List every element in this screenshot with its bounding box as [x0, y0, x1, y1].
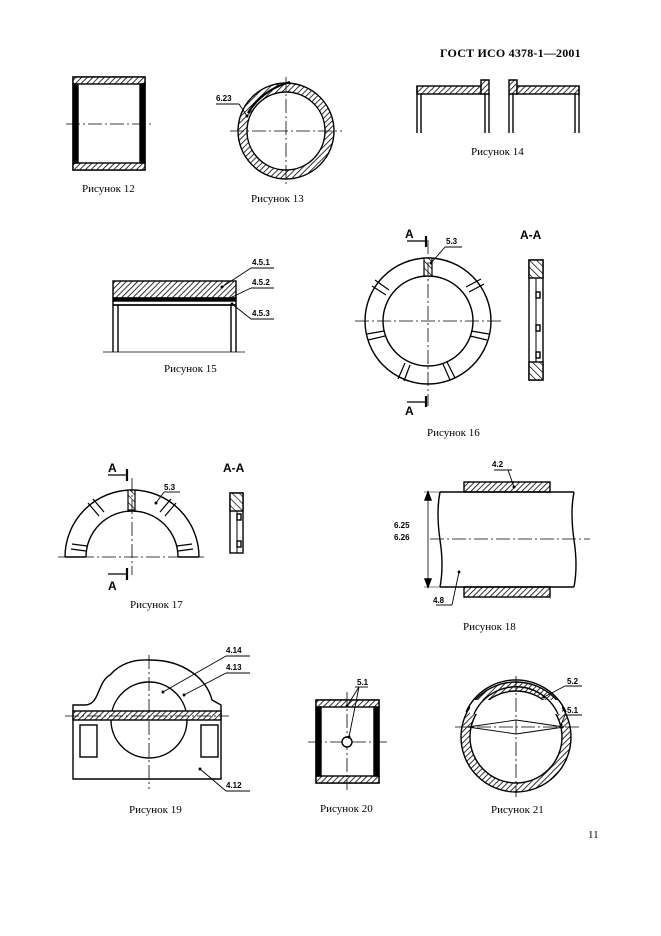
f20-label-5-1: 5.1 — [357, 678, 369, 687]
f17-label-5-3: 5.3 — [164, 483, 176, 492]
figure-12-drawing — [66, 76, 152, 171]
document-header: ГОСТ ИСО 4378-1—2001 — [440, 46, 581, 60]
caption-figure-17: Рисунок 17 — [130, 599, 183, 611]
f18-label-6-25: 6.25 — [394, 521, 410, 530]
figure-16-drawing — [355, 236, 544, 407]
f21-label-5-2: 5.2 — [567, 677, 579, 686]
figure-21-drawing — [455, 676, 582, 797]
f15-label-4-5-3: 4.5.3 — [252, 309, 270, 318]
caption-figure-15: Рисунок 15 — [164, 363, 217, 375]
f18-label-4-8: 4.8 — [433, 596, 445, 605]
figure-13-drawing — [216, 77, 342, 185]
f13-label-6-23: 6.23 — [216, 94, 232, 103]
caption-figure-19: Рисунок 19 — [129, 804, 182, 816]
caption-figure-20: Рисунок 20 — [320, 803, 373, 815]
f17-section-title: А-А — [223, 461, 245, 475]
f19-label-4-14: 4.14 — [226, 646, 242, 655]
figure-18-drawing — [423, 469, 590, 606]
f21-label-5-1: 5.1 — [567, 706, 579, 715]
caption-figure-14: Рисунок 14 — [471, 146, 524, 158]
f19-label-4-13: 4.13 — [226, 663, 242, 672]
figure-20-drawing — [308, 686, 387, 790]
f17-cut-top: А — [108, 461, 117, 475]
caption-figure-21: Рисунок 21 — [491, 804, 544, 816]
f16-cut-top: А — [405, 227, 414, 241]
f15-label-4-5-1: 4.5.1 — [252, 258, 270, 267]
f19-label-4-12: 4.12 — [226, 781, 242, 790]
caption-figure-18: Рисунок 18 — [463, 621, 516, 633]
f18-label-6-26: 6.26 — [394, 533, 410, 542]
f18-label-4-2: 4.2 — [492, 460, 504, 469]
caption-figure-16: Рисунок 16 — [427, 427, 480, 439]
figure-17-drawing — [58, 469, 244, 580]
f17-cut-bottom: А — [108, 579, 117, 593]
f16-label-5-3: 5.3 — [446, 237, 458, 246]
figure-14-drawing — [416, 79, 580, 133]
figure-15-drawing — [103, 267, 274, 353]
f15-label-4-5-2: 4.5.2 — [252, 278, 270, 287]
figure-19-drawing — [65, 655, 250, 792]
caption-figure-12: Рисунок 12 — [82, 183, 135, 195]
page-number: 11 — [588, 829, 599, 841]
f16-section-title: А-А — [520, 228, 542, 242]
caption-figure-13: Рисунок 13 — [251, 193, 304, 205]
f16-cut-bottom: А — [405, 404, 414, 418]
